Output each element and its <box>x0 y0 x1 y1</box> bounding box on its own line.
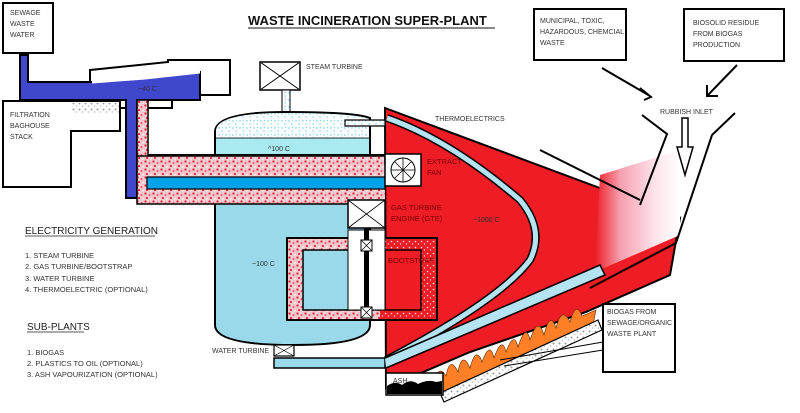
municipal-label-3: WASTE <box>540 40 565 47</box>
biogas-label-2: SEWAGE/ORGANIC <box>607 320 672 327</box>
filtration-label-3: STACK <box>10 134 33 141</box>
subplants-item-2: 2. PLASTICS TO OIL (OPTIONAL) <box>27 359 143 368</box>
electricity-item-3: 3. WATER TURBINE <box>25 274 94 283</box>
gas-turbine-label-2: ENGINE (GTE) <box>391 214 443 223</box>
diagram-title: WASTE INCINERATION SUPER-PLANT <box>248 13 487 28</box>
steam-pipe-to-thermoelectrics <box>344 119 386 127</box>
extract-fan <box>384 153 422 187</box>
steam-turbine <box>259 61 301 117</box>
funnel-right-wall <box>589 112 736 289</box>
funnel-left-wall <box>639 114 669 206</box>
biogas-source-box: BIOGAS FROM SEWAGE/ORGANIC WASTE PLANT <box>602 303 676 373</box>
subplants-item-3: 3. ASH VAPOURIZATION (OPTIONAL) <box>27 370 158 379</box>
furnace-flames <box>431 309 597 396</box>
electricity-item-2: 2. GAS TURBINE/BOOTSTRAP <box>25 262 132 271</box>
exhaust-smoke <box>72 103 119 113</box>
arrow-biosolid-to-inlet <box>706 64 738 97</box>
water-return-pipe-diagonal <box>384 264 607 369</box>
tank-steam-top <box>216 113 369 138</box>
extract-fan-label-2: FAN <box>427 168 442 177</box>
sewage-waste-water-box: SEWAGE WASTE WATER <box>2 2 54 54</box>
steam-turbine-label: STEAM TURBINE <box>306 64 363 71</box>
biogas-label-3: WASTE PLANT <box>607 331 657 338</box>
filtration-label-1: FILTRATION <box>10 112 50 119</box>
bootstrap-label: BOOTSTRAP <box>388 256 434 265</box>
electricity-generation-list: ELECTRICITY GENERATION 1. STEAM TURBINE … <box>25 226 158 294</box>
biosolid-label-1: BIOSOLID RESIDUE <box>693 20 759 27</box>
rubbish-inlet-mouth <box>595 150 680 272</box>
water-turbine <box>273 344 295 357</box>
biogas-label-1: BIOGAS FROM <box>607 309 657 316</box>
extract-fan-label-1: EXTRACT <box>427 157 462 166</box>
electricity-item-4: 4. THERMOELECTRIC (OPTIONAL) <box>25 285 148 294</box>
municipal-label-1: MUNICIPAL, TOXIC, <box>540 18 605 25</box>
sewage-pipe <box>19 54 201 199</box>
water-return-pipe <box>273 357 386 369</box>
biosolid-label-3: PRODUCTION <box>693 42 740 49</box>
heat-exchanger-water-pipe <box>146 176 386 190</box>
municipal-waste-box: MUNICIPAL, TOXIC, HAZARDOUS, CHEMCIAL WA… <box>533 8 627 61</box>
gas-turbine-engine <box>347 199 386 229</box>
bootstrap-loop <box>286 228 438 321</box>
filtration-label-2: BAGHOUSE <box>10 123 50 130</box>
temp-100-top-label: ^100 C <box>268 146 290 153</box>
biosolid-label-2: FROM BIOGAS <box>693 31 743 38</box>
gas-turbine-label-1: GAS TURBINE <box>391 203 442 212</box>
arrow-municipal-to-inlet <box>601 67 653 101</box>
water-turbine-label: WATER TURBINE <box>212 348 269 355</box>
temp-40-label: ~40 C <box>138 86 157 93</box>
ash-tray <box>385 372 444 396</box>
subplants-item-1: 1. BIOGAS <box>27 348 64 357</box>
sewage-surface <box>91 70 201 84</box>
thermoelectrics-label: THERMOELECTRICS <box>435 116 505 123</box>
subplants-heading: SUB-PLANTS <box>27 322 90 333</box>
ash-label: ASH <box>393 378 407 385</box>
thermoelectric-pipe <box>384 115 539 363</box>
temp-1000-label: ~1000 C <box>473 217 500 224</box>
rubbish-inlet-arrow <box>676 117 694 178</box>
electricity-heading: ELECTRICITY GENERATION <box>25 226 158 237</box>
municipal-label-2: HAZARDOUS, CHEMCIAL <box>540 29 624 36</box>
electricity-item-1: 1. STEAM TURBINE <box>25 251 94 260</box>
temp-100-low-label: ~100 C <box>252 261 275 268</box>
sewage-label-1: SEWAGE <box>10 10 41 17</box>
sewage-label-3: WATER <box>10 32 35 39</box>
rubbish-inlet-label: RUBBISH INLET <box>660 109 714 116</box>
biosolid-residue-box: BIOSOLID RESIDUE FROM BIOGAS PRODUCTION <box>683 8 785 62</box>
sub-plants-list: SUB-PLANTS 1. BIOGAS 2. PLASTICS TO OIL … <box>27 322 158 379</box>
filtration-baghouse-box: FILTRATION BAGHOUSE STACK <box>2 100 121 188</box>
sewage-label-2: WASTE <box>10 21 35 28</box>
